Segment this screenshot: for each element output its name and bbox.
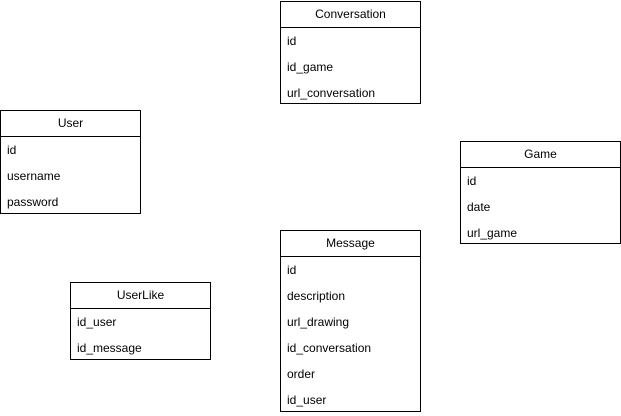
entity-field[interactable]: username: [7, 169, 61, 183]
entity-userlike[interactable]: UserLike id_user id_message: [70, 282, 211, 360]
entity-message[interactable]: Message id description url_drawing id_co…: [280, 230, 421, 412]
entity-title: Message: [281, 231, 420, 257]
entity-field[interactable]: id_message: [77, 341, 142, 355]
entity-game[interactable]: Game id date url_game: [460, 141, 621, 244]
entity-field[interactable]: id_user: [287, 393, 327, 407]
entity-field[interactable]: id: [467, 174, 477, 188]
entity-title: Conversation: [281, 2, 420, 28]
entity-conversation[interactable]: Conversation id id_game url_conversation: [280, 1, 421, 104]
entity-field[interactable]: date: [467, 200, 491, 214]
entity-field[interactable]: url_drawing: [287, 315, 350, 329]
field-list: id id_game url_conversation: [281, 28, 420, 106]
entity-field[interactable]: id: [287, 34, 297, 48]
field-list: id description url_drawing id_conversati…: [281, 257, 420, 413]
entity-field[interactable]: id: [7, 143, 17, 157]
field-list: id date url_game: [461, 168, 620, 246]
entity-field[interactable]: id_user: [77, 315, 117, 329]
entity-field[interactable]: id_game: [287, 60, 334, 74]
entity-field[interactable]: order: [287, 367, 316, 381]
entity-field[interactable]: password: [7, 195, 59, 209]
entity-field[interactable]: url_game: [467, 226, 518, 240]
entity-field[interactable]: description: [287, 289, 346, 303]
entity-field[interactable]: url_conversation: [287, 86, 376, 100]
entity-field[interactable]: id: [287, 263, 297, 277]
entity-title: Game: [461, 142, 620, 168]
entity-field[interactable]: id_conversation: [287, 341, 372, 355]
entity-title: UserLike: [71, 283, 210, 309]
field-list: id_user id_message: [71, 309, 210, 361]
entity-title: User: [1, 111, 140, 137]
entity-user[interactable]: User id username password: [0, 110, 141, 214]
field-list: id username password: [1, 137, 140, 215]
